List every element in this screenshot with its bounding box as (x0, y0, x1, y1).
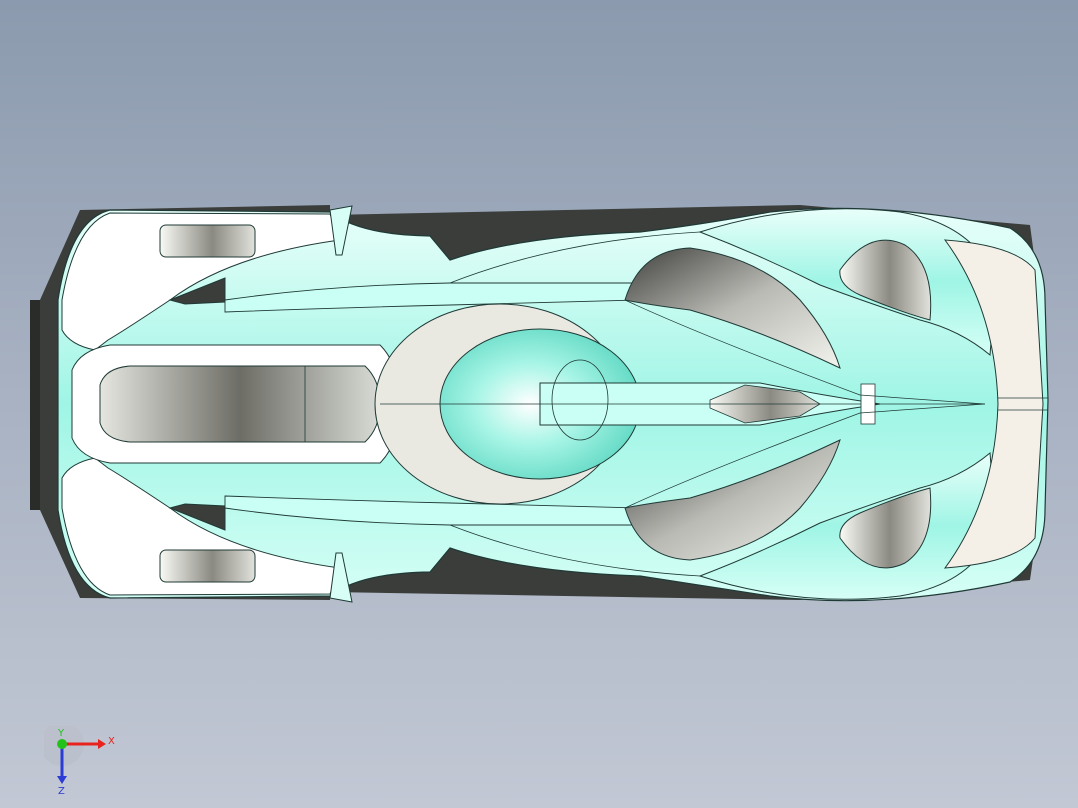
front-left-fender (61, 212, 341, 351)
left-rear-wheel-vent (839, 239, 932, 321)
roof-intake (551, 359, 609, 441)
front-right-fender (61, 457, 341, 596)
front-splitter (30, 300, 40, 510)
y-axis-dot (57, 739, 67, 749)
x-axis-arrowhead (98, 739, 106, 749)
z-axis-label: Z (58, 786, 65, 796)
orientation-triad[interactable]: X Y Z (44, 726, 124, 796)
crease-left-2 (624, 299, 986, 405)
crease-left (449, 231, 701, 284)
left-mirror (329, 205, 353, 256)
right-mirror (329, 552, 353, 603)
left-rear-scoop (624, 247, 841, 369)
z-axis-arrowhead (57, 776, 67, 784)
y-axis-label: Y (57, 728, 65, 739)
rear-deck (943, 239, 1044, 569)
crease-right-2 (624, 403, 986, 509)
rear-light-bar (860, 383, 876, 425)
nose-tunnel-inner (99, 365, 381, 443)
right-rear-wheel-vent (839, 487, 932, 569)
right-headlight (159, 549, 256, 583)
x-axis-label: X (108, 736, 115, 747)
crease-right (449, 524, 701, 577)
left-headlight (159, 224, 256, 258)
right-rear-scoop (624, 439, 841, 561)
